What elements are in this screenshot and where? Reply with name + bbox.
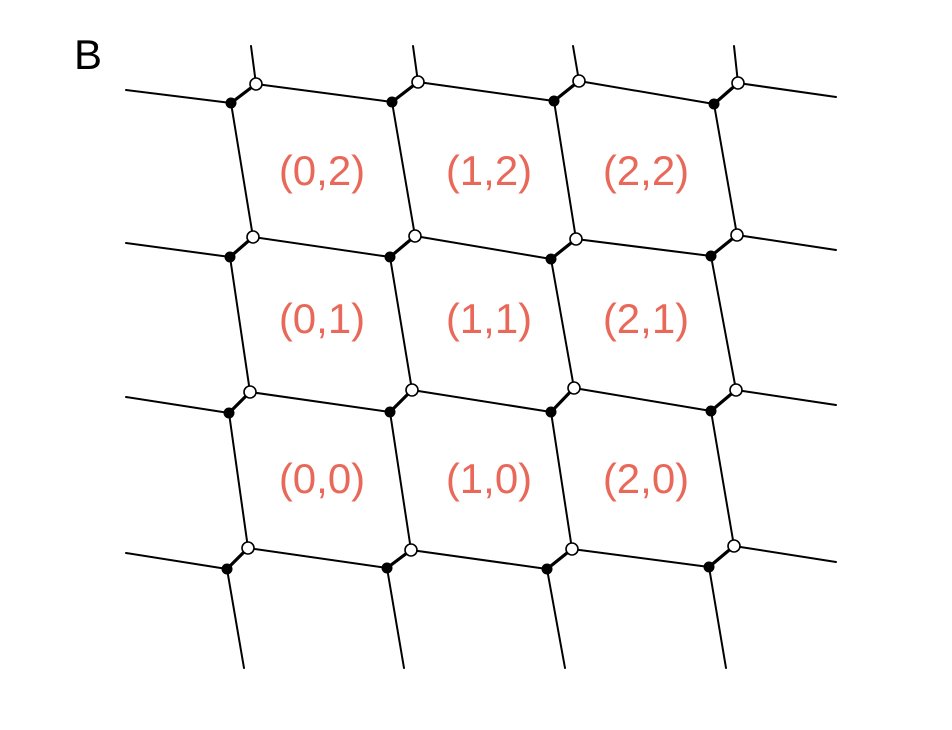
vertical-edge [391,101,416,237]
cell-label: (2,0) [603,455,689,502]
vertical-edge [550,411,573,550]
vertical-edge [226,568,245,669]
open-site [567,381,581,395]
vertical-edge [228,412,249,549]
open-site [572,74,586,88]
vertical-edge [550,258,575,389]
filled-site [708,98,720,110]
open-site [729,383,743,397]
cell-label: (1,1) [446,295,532,342]
filled-site [384,251,396,263]
open-site [241,541,255,555]
vertical-edge [708,566,727,669]
filled-site [221,563,233,575]
cell-labels: (0,2) (1,2) (2,2) (0,1) (1,1) (2,1) (0,0) (1,0)… [279,147,689,502]
vertical-edge [710,255,737,391]
vertical-edge [546,568,566,669]
vertical-edge [389,411,412,551]
filled-site [381,562,393,574]
vertical-edge [710,410,735,547]
open-site [727,539,741,553]
horizontal-edge [414,235,552,260]
cell-label: (1,0) [446,455,532,502]
lattice-sites [221,74,745,575]
horizontal-edge [249,391,391,413]
open-site [730,228,744,242]
vertical-edge [389,256,413,391]
filled-site [541,563,553,575]
horizontal-edge [411,389,552,413]
horizontal-edge [735,389,837,406]
horizontal-edge [410,549,548,570]
open-site [404,543,418,557]
filled-site [386,96,398,108]
vertical-edge [230,102,254,238]
horizontal-edge [578,80,715,105]
vertical-edge [553,100,577,240]
horizontal-edge [733,545,837,563]
lattice-edges [125,45,837,669]
horizontal-edge [575,238,712,257]
open-site [243,385,257,399]
cell-label: (0,1) [279,295,365,342]
open-site [249,77,263,91]
horizontal-edge [125,396,230,414]
filled-site [545,406,557,418]
open-site [408,229,422,243]
horizontal-edge [573,387,712,412]
filled-site [705,250,717,262]
horizontal-edge [736,234,837,251]
cell-label: (0,0) [279,455,365,502]
open-site [569,232,583,246]
filled-site [545,253,557,265]
vertical-edge [229,256,251,393]
horizontal-edge [252,236,391,258]
filled-site [703,561,715,573]
vertical-edge [713,103,738,236]
horizontal-edge [737,82,837,98]
horizontal-edge [125,89,232,104]
panel-label: B [74,31,103,78]
cell-label: (2,1) [603,295,689,342]
open-site [731,76,745,90]
open-site [246,230,260,244]
open-site [405,383,419,397]
horizontal-edge [125,552,228,570]
horizontal-edge [247,547,388,569]
filled-site [223,407,235,419]
horizontal-edge [571,548,710,568]
cell-label: (0,2) [279,147,365,194]
cell-label: (1,2) [446,147,532,194]
filled-site [225,97,237,109]
cell-label: (2,2) [603,147,689,194]
filled-site [384,406,396,418]
vertical-edge [386,567,405,669]
filled-site [548,95,560,107]
horizontal-edge [255,83,393,103]
open-site [411,75,425,89]
filled-site [705,405,717,417]
horizontal-edge [125,242,231,258]
horizontal-edge [417,81,555,102]
open-site [565,542,579,556]
filled-site [224,251,236,263]
